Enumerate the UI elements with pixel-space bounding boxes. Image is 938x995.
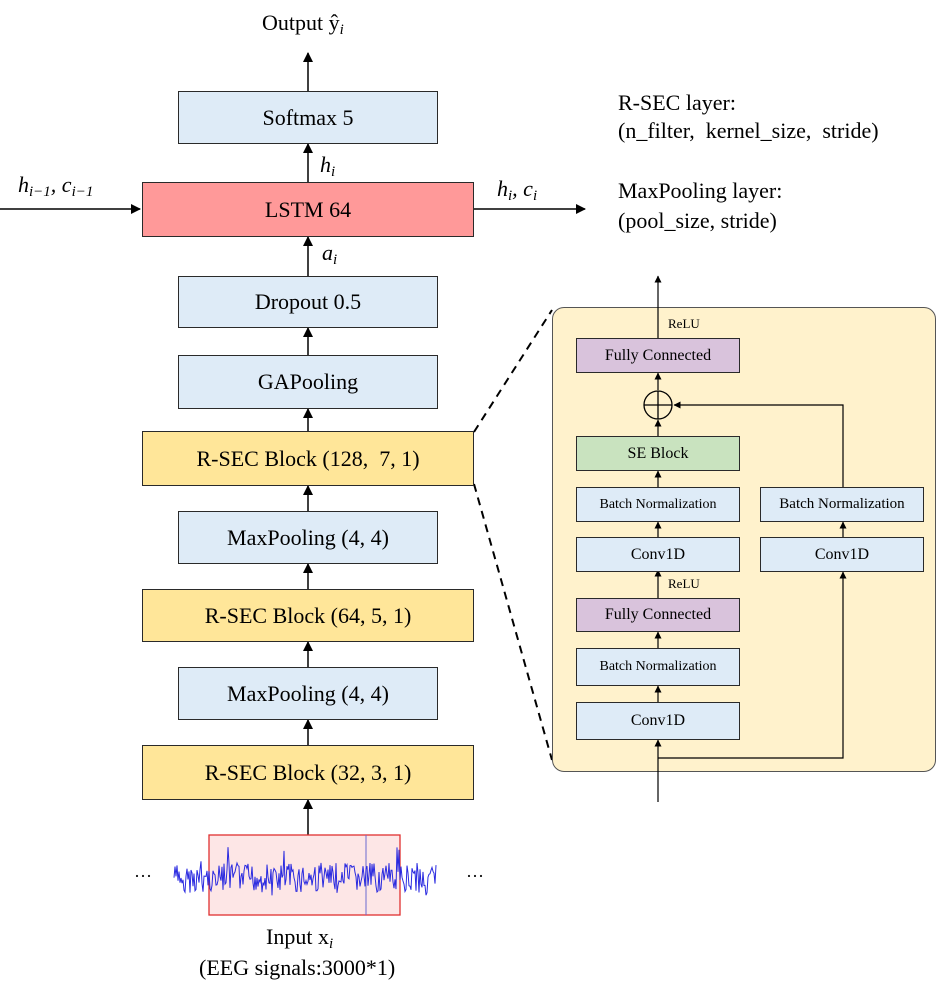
maxpool-block-1: MaxPooling (4, 4) <box>178 667 438 720</box>
eeg-waveform <box>173 847 437 896</box>
lstm-in-c: , c <box>50 172 72 197</box>
detail-conv-right: Conv1D <box>760 537 924 572</box>
input-ellipsis-left: ··· <box>134 866 152 886</box>
legend-maxpool-title: MaxPooling layer: <box>618 178 783 203</box>
detail-skip-path-bottom <box>658 571 847 759</box>
dropout-label: Dropout 0.5 <box>254 289 362 314</box>
zoom-line-top <box>473 309 553 433</box>
output-label-subscript: i <box>339 22 344 38</box>
lstm-in-h-subscript: i−1 <box>29 184 51 200</box>
detail-fc-mid-label: Fully Connected <box>604 606 712 623</box>
input-label-subscript: i <box>328 936 334 952</box>
h-i-base: h <box>320 152 331 177</box>
gapooling-block: GAPooling <box>178 355 438 409</box>
input-ellipsis-right: ··· <box>466 866 484 886</box>
eeg-window-highlight <box>208 834 401 916</box>
detail-bn-left-top-label: Batch Normalization <box>599 496 717 512</box>
maxpool-2-label: MaxPooling (4, 4) <box>227 524 389 550</box>
legend-rsec-params: (n_filter, kernel_size, stride) <box>618 118 879 143</box>
detail-skip-path-top <box>673 401 844 487</box>
softmax-block: Softmax 5 <box>178 91 438 144</box>
detail-relu-mid: ReLU <box>668 576 700 591</box>
input-label: Input xi <box>266 924 333 953</box>
h-i-label: hi <box>320 152 335 181</box>
gapooling-label: GAPooling <box>257 369 359 394</box>
lstm-label: LSTM 64 <box>264 196 352 222</box>
rsec-32-label: R-SEC Block (32, 3, 1) <box>204 759 412 785</box>
detail-se-label: SE Block <box>627 444 689 462</box>
detail-bn-left-bottom-label: Batch Normalization <box>599 659 717 674</box>
output-label-text: Output ŷ <box>262 10 340 35</box>
detail-bn-left-bottom: Batch Normalization <box>576 648 740 686</box>
rsec-64-label: R-SEC Block (64, 5, 1) <box>204 602 412 628</box>
lstm-out-c: , c <box>512 176 533 201</box>
lstm-out-c-subscript: i <box>532 188 538 204</box>
lstm-block: LSTM 64 <box>142 182 474 237</box>
add-node <box>643 390 673 420</box>
maxpool-1-label: MaxPooling (4, 4) <box>227 680 389 706</box>
lstm-state-out-label: hi, ci <box>497 176 537 205</box>
detail-bn-left-top: Batch Normalization <box>576 487 740 522</box>
detail-se-block: SE Block <box>576 436 740 471</box>
a-i-base: a <box>322 240 333 265</box>
a-i-subscript: i <box>333 252 338 268</box>
detail-relu-top: ReLU <box>668 316 700 331</box>
output-label: Output ŷi <box>262 10 344 39</box>
lstm-state-in-label: hi−1, ci−1 <box>18 172 93 201</box>
detail-conv-left-top: Conv1D <box>576 537 740 572</box>
rsec-block-64: R-SEC Block (64, 5, 1) <box>142 589 474 642</box>
detail-fc-top-label: Fully Connected <box>604 346 712 364</box>
a-i-label: ai <box>322 240 337 269</box>
softmax-label: Softmax 5 <box>262 104 354 130</box>
zoom-line-bottom <box>473 483 553 761</box>
detail-conv-left-bottom: Conv1D <box>576 702 740 740</box>
h-i-subscript: i <box>331 164 336 180</box>
lstm-out-h: h <box>497 176 508 201</box>
detail-fc-mid: Fully Connected <box>576 598 740 632</box>
detail-bn-right-label: Batch Normalization <box>779 496 905 512</box>
legend-maxpool-params: (pool_size, stride) <box>618 208 777 233</box>
rsec-128-label: R-SEC Block (128, 7, 1) <box>196 445 420 471</box>
lstm-in-c-subscript: i−1 <box>71 184 94 200</box>
input-description: (EEG signals:3000*1) <box>199 955 396 980</box>
lstm-in-h: h <box>18 172 29 197</box>
maxpool-block-2: MaxPooling (4, 4) <box>178 511 438 564</box>
rsec-block-32: R-SEC Block (32, 3, 1) <box>142 745 474 800</box>
legend-rsec-title: R-SEC layer: <box>618 90 736 115</box>
input-label-text: Input x <box>266 924 329 949</box>
detail-fc-top: Fully Connected <box>576 338 740 373</box>
detail-bn-right: Batch Normalization <box>760 487 924 522</box>
dropout-block: Dropout 0.5 <box>178 276 438 328</box>
rsec-block-128: R-SEC Block (128, 7, 1) <box>142 431 474 486</box>
detail-conv-left-bottom-label: Conv1D <box>630 712 686 729</box>
detail-conv-left-top-label: Conv1D <box>630 545 686 563</box>
detail-conv-right-label: Conv1D <box>814 545 870 563</box>
lstm-out-h-subscript: i <box>508 188 513 204</box>
